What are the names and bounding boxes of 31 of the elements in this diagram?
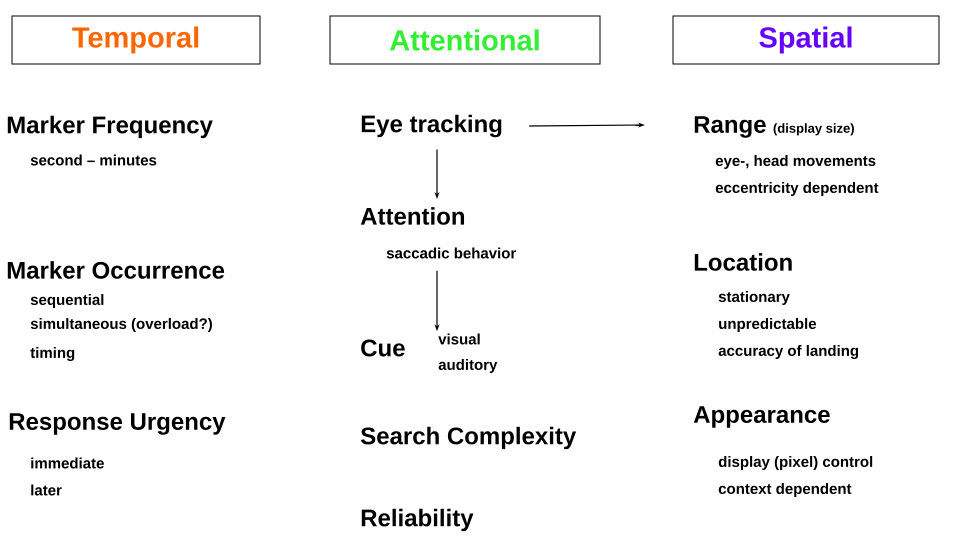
header-box: Spatial [672,16,940,64]
body-text: sequential [30,294,104,308]
body-text: unpredictable [719,318,816,332]
heading: Range [694,116,766,138]
heading: Cue [361,340,405,356]
heading: Response Urgency [10,413,226,435]
body-text: context dependent [718,483,852,497]
heading: Marker Frequency [8,116,213,138]
body-text: eye-, head movements [716,155,876,169]
body-text: eccentricity dependent [716,182,878,196]
body-text: accuracy of landing [718,344,858,360]
body-text: later [31,484,62,496]
header-box: Temporal [12,16,260,64]
body-text: immediate [31,457,104,468]
body-text: saccadic behavior [386,247,516,258]
heading: Eye tracking [362,114,502,138]
body-text: auditory [438,359,498,373]
body-text: stationary [718,291,790,305]
body-text: simultaneous (overload?) [30,318,212,332]
heading: Attention [360,207,464,225]
body-text: visual [438,333,480,344]
heading: Location [694,253,792,271]
header-box: Attentional [330,16,600,64]
heading: Appearance [694,406,830,428]
heading: Reliability [362,508,474,532]
heading: Marker Occurrence [8,261,224,279]
body-text: (display size) [774,123,854,136]
body-text: display (pixel) control [718,456,872,470]
body-text: second – minutes [30,154,156,166]
body-text: timing [30,346,74,362]
heading: Search Complexity [360,426,576,450]
